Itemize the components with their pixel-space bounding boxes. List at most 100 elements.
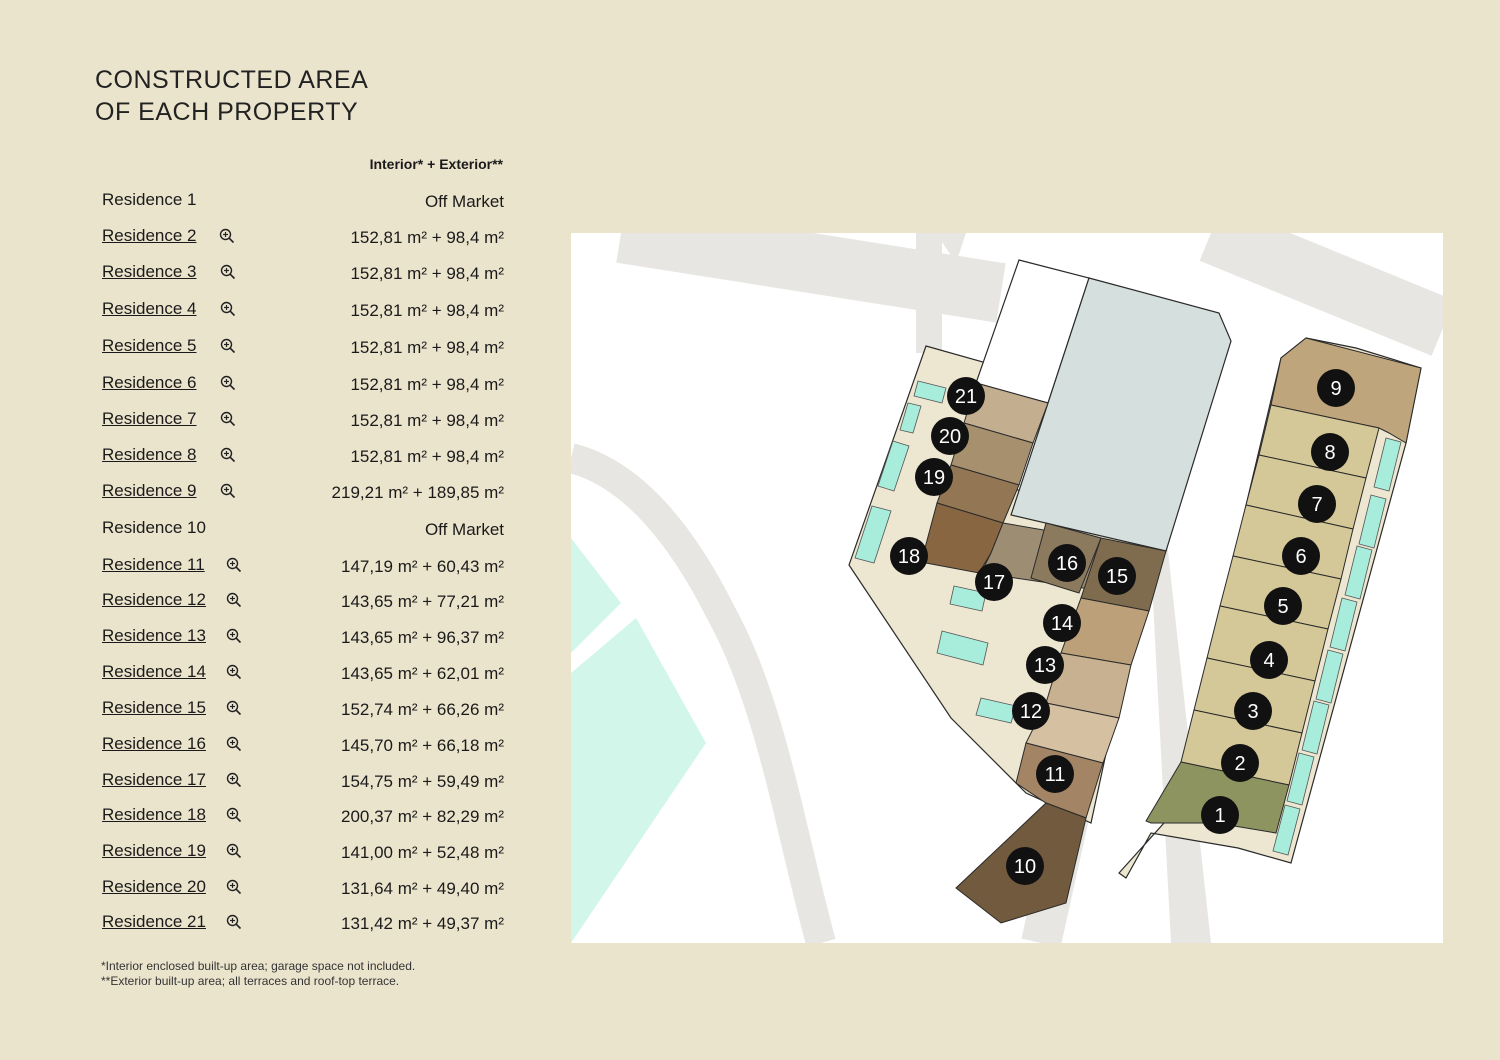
residence-14-link[interactable]: Residence 14 [102,662,206,681]
map-marker-16[interactable]: 16 [1048,544,1086,582]
zoom-in-icon[interactable] [220,411,236,427]
map-marker-5[interactable]: 5 [1264,587,1302,625]
map-marker-17[interactable]: 17 [975,563,1013,601]
zoom-in-icon[interactable] [226,914,242,930]
residence-16-link[interactable]: Residence 16 [102,734,206,753]
residence-18-link[interactable]: Residence 18 [102,805,206,824]
map-marker-11[interactable]: 11 [1036,755,1074,793]
map-marker-15[interactable]: 15 [1098,557,1136,595]
marker-circle [1036,755,1074,793]
zoom-in-icon[interactable] [226,700,242,716]
residence-17-link[interactable]: Residence 17 [102,770,206,789]
residence-18-area: 200,37 m² + 82,29 m² [340,807,504,826]
residence-12-link[interactable]: Residence 12 [102,590,206,609]
zoom-in-icon[interactable] [220,338,236,354]
footnote-exterior: **Exterior built-up area; all terraces a… [101,974,400,988]
map-marker-3[interactable]: 3 [1234,692,1272,730]
residence-17-area: 154,75 m² + 59,49 m² [340,772,504,791]
zoom-in-icon[interactable] [219,228,235,244]
residence-2-link[interactable]: Residence 2 [102,226,197,245]
residence-9-area: 219,21 m² + 189,85 m² [331,483,504,502]
residence-5-link[interactable]: Residence 5 [102,336,197,355]
marker-circle [1311,433,1349,471]
pools-right [1272,437,1402,856]
residence-21-link[interactable]: Residence 21 [102,912,206,931]
residence-7-link[interactable]: Residence 7 [102,409,197,428]
residence-20-link[interactable]: Residence 20 [102,877,206,896]
zoom-in-icon[interactable] [226,772,242,788]
residence-row-9: Residence 9 219,21 m² + 189,85 m² [102,481,504,505]
marker-label: 13 [1034,655,1056,677]
residence-13-area: 143,65 m² + 96,37 m² [340,628,504,647]
marker-label: 3 [1247,701,1258,723]
residence-15-link[interactable]: Residence 15 [102,698,206,717]
residence-3-link[interactable]: Residence 3 [102,262,197,281]
marker-label: 19 [923,467,945,489]
map-marker-6[interactable]: 6 [1282,537,1320,575]
zoom-in-icon[interactable] [226,664,242,680]
zoom-in-icon[interactable] [226,736,242,752]
map-marker-12[interactable]: 12 [1012,692,1050,730]
map-marker-18[interactable]: 18 [890,537,928,575]
map-marker-7[interactable]: 7 [1298,485,1336,523]
footnotes: *Interior enclosed built-up area; garage… [101,959,415,989]
map-marker-8[interactable]: 8 [1311,433,1349,471]
zoom-in-icon[interactable] [226,557,242,573]
marker-label: 5 [1277,596,1288,618]
pools-left [854,380,1017,724]
title-line-2: OF EACH PROPERTY [95,98,359,126]
residence-11-link[interactable]: Residence 11 [102,555,205,574]
column-header: Interior* + Exterior** [369,156,503,172]
footnote-interior: *Interior enclosed built-up area; garage… [101,959,416,973]
map-marker-2[interactable]: 2 [1221,744,1259,782]
marker-circle [1006,847,1044,885]
residence-11-area: 147,19 m² + 60,43 m² [340,557,504,576]
zoom-in-icon[interactable] [226,879,242,895]
residence-4-link[interactable]: Residence 4 [102,299,197,318]
zoom-in-icon[interactable] [220,264,236,280]
map-marker-4[interactable]: 4 [1250,641,1288,679]
map-marker-20[interactable]: 20 [931,417,969,455]
marker-label: 6 [1295,546,1306,568]
residence-8-link[interactable]: Residence 8 [102,445,197,464]
map-marker-1[interactable]: 1 [1201,796,1239,834]
zoom-in-icon[interactable] [220,483,236,499]
map-marker-14[interactable]: 14 [1043,604,1081,642]
residence-7-area: 152,81 m² + 98,4 m² [350,411,504,430]
residence-row-13: Residence 13 143,65 m² + 96,37 m² [102,626,504,650]
zoom-in-icon[interactable] [220,447,236,463]
map-marker-10[interactable]: 10 [1006,847,1044,885]
map-marker-9[interactable]: 9 [1317,369,1355,407]
zoom-in-icon[interactable] [220,375,236,391]
residence-13-link[interactable]: Residence 13 [102,626,206,645]
residence-1-link: Residence 1 [102,190,197,209]
zoom-in-icon[interactable] [226,628,242,644]
zoom-in-icon[interactable] [220,301,236,317]
residence-19-link[interactable]: Residence 19 [102,841,206,860]
residence-12-area: 143,65 m² + 77,21 m² [340,592,504,611]
green-area-upper [571,538,621,653]
marker-circle [975,563,1013,601]
residence-3-area: 152,81 m² + 98,4 m² [350,264,504,283]
map-marker-21[interactable]: 21 [947,377,985,415]
marker-label: 2 [1234,753,1245,775]
residence-row-3: Residence 3 152,81 m² + 98,4 m² [102,262,504,286]
marker-circle [1048,544,1086,582]
map-marker-19[interactable]: 19 [915,458,953,496]
residence-9-link[interactable]: Residence 9 [102,481,197,500]
zoom-in-icon[interactable] [226,592,242,608]
zoom-in-icon[interactable] [226,843,242,859]
zoom-in-icon[interactable] [226,807,242,823]
marker-label: 12 [1020,701,1042,723]
marker-circle [1201,796,1239,834]
residence-6-link[interactable]: Residence 6 [102,373,197,392]
map-marker-13[interactable]: 13 [1026,646,1064,684]
